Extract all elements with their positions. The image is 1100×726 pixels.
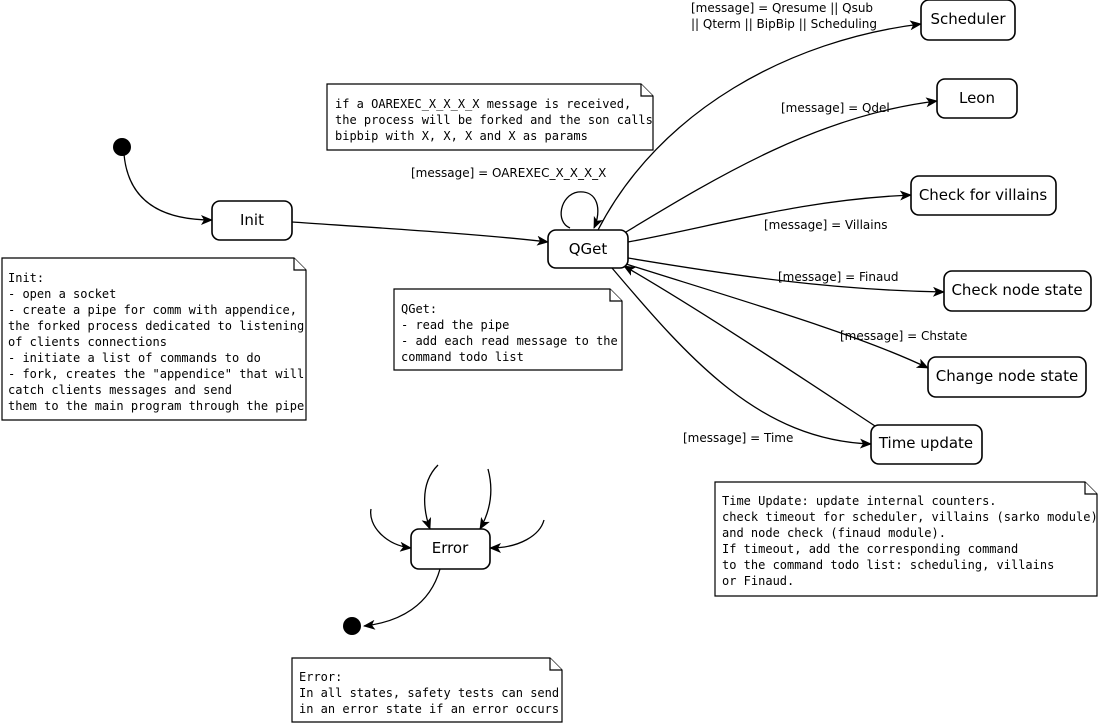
- edge-qget-to-scheduler: [597, 20, 922, 231]
- note-error: Error: In all states, safety tests can s…: [291, 657, 563, 723]
- edge-time-update-to-qget: [623, 265, 876, 427]
- edge-qget-to-node-state: [627, 257, 945, 297]
- edge-label-scheduler-line-1: [message] = Qresume || Qsub: [691, 1, 873, 15]
- edge-labels: [message] = Qresume || Qsub || Qterm || …: [411, 1, 967, 445]
- state-leon[interactable]: Leon: [936, 78, 1018, 119]
- edge-error-in-4: [489, 519, 545, 553]
- state-check-node-state-label: Check node state: [951, 281, 1082, 299]
- note-time-update-line-6: or Finaud.: [722, 574, 794, 588]
- note-init-line-6: - initiate a list of commands to do: [8, 351, 261, 365]
- state-check-node-state[interactable]: Check node state: [943, 270, 1092, 312]
- note-init-line-8: catch clients messages and send: [8, 383, 232, 397]
- edge-qget-to-leon: [625, 97, 938, 233]
- edge-label-time: [message] = Time: [683, 431, 793, 445]
- edge-error-in-3: [479, 468, 492, 530]
- edge-label-chstate: [message] = Chstate: [840, 329, 967, 343]
- note-error-line-3: in an error state if an error occurs: [299, 702, 559, 716]
- note-qget-line-2: - read the pipe: [401, 318, 509, 332]
- state-qget-label: QGet: [569, 240, 608, 258]
- note-qget-line-4: command todo list: [401, 350, 524, 364]
- state-init[interactable]: Init: [211, 200, 293, 241]
- initial-state-node: [113, 138, 131, 156]
- edge-qget-to-time-update: [611, 267, 872, 449]
- edge-label-villains: [message] = Villains: [764, 218, 887, 232]
- note-time-update-line-2: check timeout for scheduler, villains (s…: [722, 510, 1098, 524]
- edge-qget-to-change-node: [625, 263, 929, 369]
- note-init: Init: - open a socket - create a pipe fo…: [1, 257, 307, 421]
- edge-label-scheduler-line-2: || Qterm || BipBip || Scheduling: [691, 17, 877, 31]
- note-init-line-5: of clients connections: [8, 335, 167, 349]
- edge-error-to-end: [363, 568, 441, 630]
- note-time-update-line-4: If timeout, add the corresponding comman…: [722, 542, 1018, 556]
- state-init-label: Init: [240, 211, 264, 229]
- note-time-update-line-5: to the command todo list: scheduling, vi…: [722, 558, 1054, 572]
- note-init-line-4: the forked process dedicated to listenin…: [8, 319, 304, 333]
- state-check-villains-label: Check for villains: [919, 186, 1048, 204]
- note-init-line-3: - create a pipe for comm with appendice,: [8, 303, 297, 317]
- note-time-update: Time Update: update internal counters. c…: [714, 481, 1098, 597]
- note-qget-line-3: - add each read message to the: [401, 334, 618, 348]
- state-check-villains[interactable]: Check for villains: [910, 175, 1057, 216]
- note-init-line-7: - fork, creates the "appendice" that wil…: [8, 367, 304, 381]
- edges: [123, 20, 945, 630]
- edge-init-to-qget: [291, 221, 549, 246]
- state-time-update-label: Time update: [878, 434, 973, 452]
- note-time-update-line-3: and node check (finaud module).: [722, 526, 946, 540]
- note-oarexec: if a OAREXEC_X_X_X_X message is received…: [326, 83, 654, 151]
- note-init-line-9: them to the main program through the pip…: [8, 399, 304, 413]
- note-init-line-1: Init:: [8, 271, 44, 285]
- state-change-node-state[interactable]: Change node state: [927, 356, 1087, 398]
- edge-qget-to-villains: [627, 190, 912, 243]
- note-error-line-1: Error:: [299, 670, 342, 684]
- edge-error-in-2: [421, 464, 439, 530]
- edge-label-self-loop: [message] = OAREXEC_X_X_X_X: [411, 166, 606, 180]
- note-time-update-line-1: Time Update: update internal counters.: [722, 494, 997, 508]
- edge-qget-self-loop: [560, 191, 604, 229]
- edge-label-finaud: [message] = Finaud: [778, 270, 899, 284]
- note-qget-line-1: QGet:: [401, 302, 437, 316]
- edge-error-in-1: [370, 508, 412, 552]
- note-qget: QGet: - read the pipe - add each read me…: [393, 288, 623, 371]
- note-error-line-2: In all states, safety tests can send: [299, 686, 559, 700]
- state-change-node-state-label: Change node state: [936, 367, 1078, 385]
- note-oarexec-line-3: bipbip with X, X, X and X as params: [335, 129, 588, 143]
- edge-start-to-init: [123, 153, 213, 225]
- state-error[interactable]: Error: [410, 528, 491, 570]
- note-oarexec-line-1: if a OAREXEC_X_X_X_X message is received…: [335, 97, 631, 111]
- state-time-update[interactable]: Time update: [870, 424, 983, 465]
- note-oarexec-line-2: the process will be forked and the son c…: [335, 113, 653, 127]
- state-error-label: Error: [432, 539, 469, 557]
- final-state-node: [343, 617, 361, 635]
- state-scheduler[interactable]: Scheduler: [920, 0, 1016, 41]
- state-scheduler-label: Scheduler: [930, 10, 1006, 28]
- state-qget[interactable]: QGet: [547, 229, 629, 269]
- note-init-line-2: - open a socket: [8, 287, 116, 301]
- edge-label-leon: [message] = Qdel: [781, 101, 890, 115]
- state-leon-label: Leon: [959, 89, 995, 107]
